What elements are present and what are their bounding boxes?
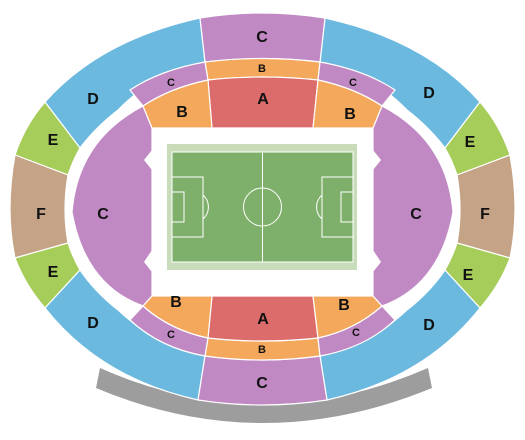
label-top-b: B (258, 63, 266, 75)
label-bottom-right-c: C (352, 327, 360, 339)
label-left-upper-d: D (87, 91, 99, 108)
label-right-f: F (480, 206, 490, 223)
section-b-top-right[interactable] (312, 79, 383, 129)
label-bottom-a: A (257, 311, 269, 328)
label-bottom-right-b: B (338, 297, 350, 314)
football-field (167, 144, 357, 270)
label-left-f: F (36, 206, 46, 223)
label-right-upper-e: E (465, 134, 476, 151)
label-left-lower-e: E (48, 264, 59, 281)
section-b-bottom-left[interactable] (142, 295, 213, 339)
section-c-right[interactable] (372, 105, 454, 307)
outer-ring (9, 12, 516, 406)
section-c-left[interactable] (71, 105, 153, 307)
label-top-right-b: B (344, 106, 356, 123)
label-top-left-c: C (167, 77, 175, 89)
label-bottom-left-b: B (170, 294, 182, 311)
section-labels: C B C C A B B D D E E F F C C E E D D B … (36, 29, 490, 392)
label-bottom-b: B (258, 344, 266, 356)
label-top-right-c: C (349, 77, 357, 89)
inner-ring (71, 76, 454, 342)
section-b-top-left[interactable] (142, 79, 213, 129)
label-bottom-left-c: C (167, 329, 175, 341)
walkway-arc (96, 368, 432, 423)
label-top-outer-c: C (256, 29, 268, 46)
section-b-bottom-right[interactable] (312, 295, 383, 339)
label-left-upper-e: E (48, 132, 59, 149)
label-left-lower-d: D (87, 315, 99, 332)
label-right-upper-d: D (423, 85, 435, 102)
label-top-a: A (257, 91, 269, 108)
label-right-c: C (410, 206, 422, 223)
label-left-c: C (97, 206, 109, 223)
label-right-lower-d: D (423, 317, 435, 334)
label-top-left-b: B (176, 104, 188, 121)
label-bottom-outer-c: C (256, 375, 268, 392)
label-right-lower-e: E (463, 267, 474, 284)
